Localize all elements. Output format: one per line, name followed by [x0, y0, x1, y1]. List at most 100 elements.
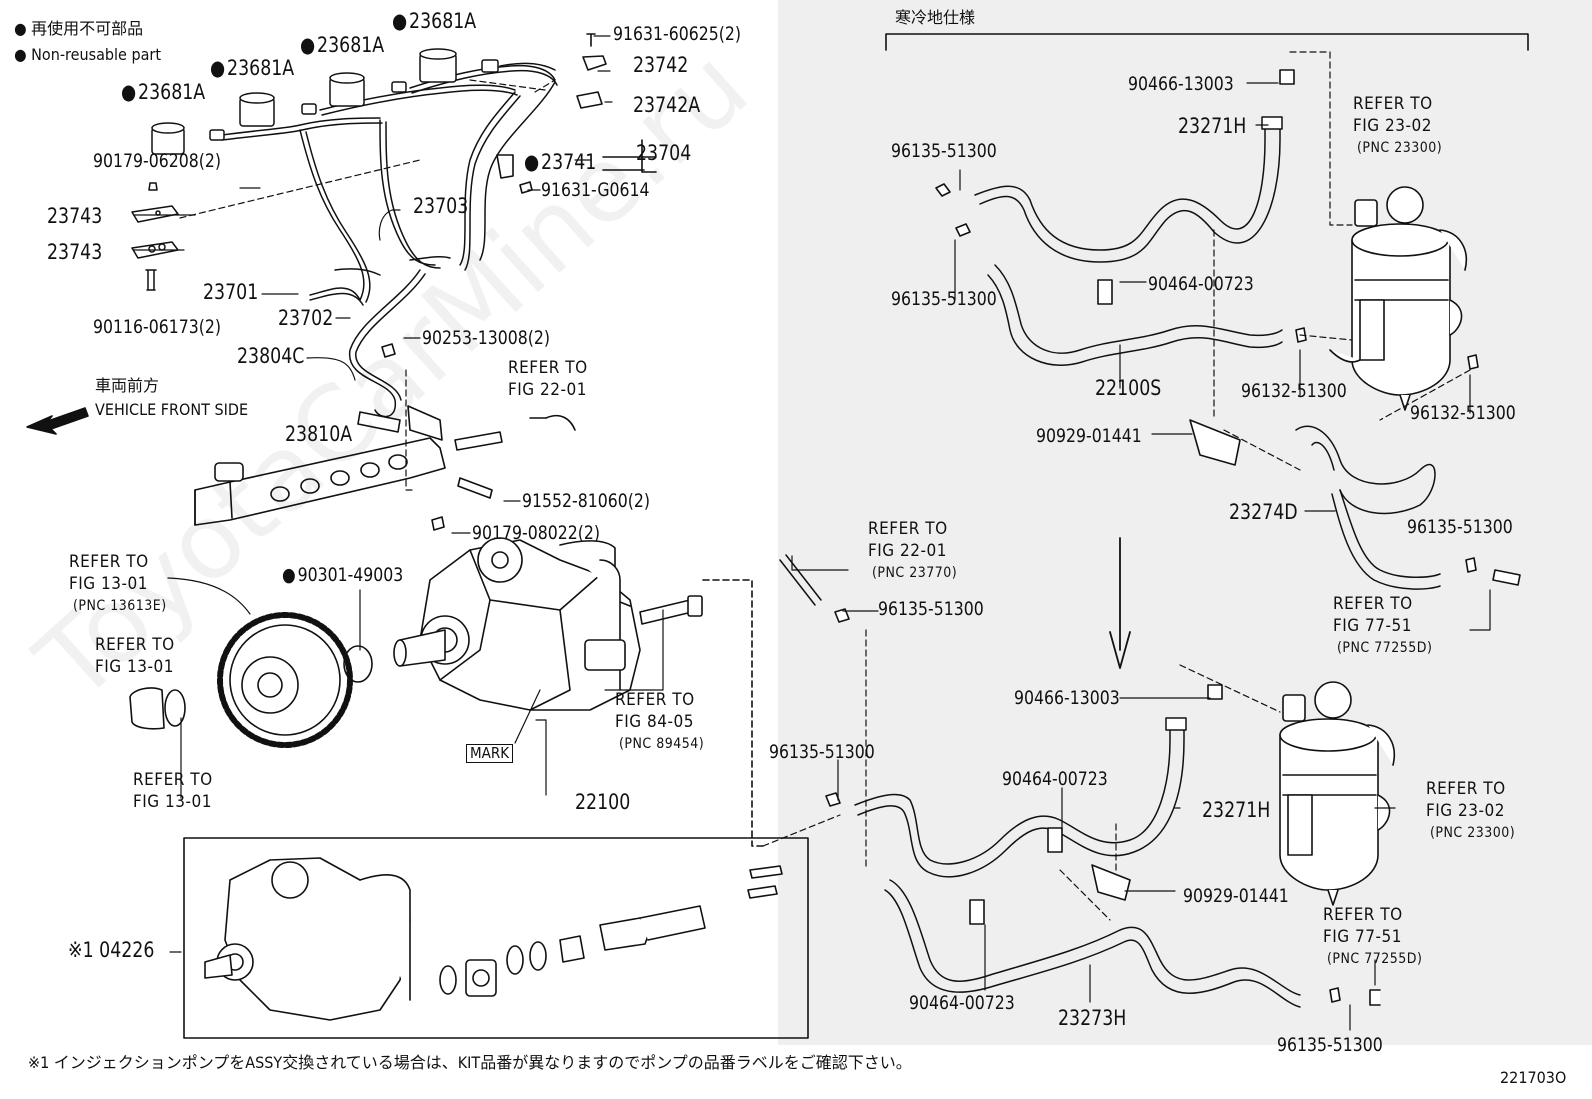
label-90464-00723-c: 90464-00723 — [909, 992, 1015, 1014]
label-96135-51300-c: 96135-51300 — [1407, 516, 1513, 538]
refer-5-pnc: (PNC 89454) — [619, 736, 705, 752]
refer-4-line1: REFER TO — [133, 770, 213, 790]
label-23273H: 23273H — [1058, 1006, 1127, 1030]
common-rail-23810A — [194, 405, 503, 526]
label-90116-06173: 90116-06173(2) — [93, 316, 221, 338]
label-23681A-2: 23681A — [210, 58, 294, 79]
label-96135-51300-d: 96135-51300 — [878, 598, 984, 620]
refer-6-pnc: (PNC 23770) — [872, 565, 958, 581]
refer-3-line1: REFER TO — [95, 635, 175, 655]
o-ring — [164, 689, 186, 727]
refer-7-line2: FIG 23-02 — [1353, 116, 1432, 136]
label-23703: 23703 — [413, 194, 469, 218]
footnote: ※1 インジェクションポンプをASSY交換されている場合は、KIT品番が異なりま… — [28, 1053, 912, 1072]
label-90466-13003-a: 90466-13003 — [1128, 73, 1234, 95]
hose-22100S — [974, 116, 1283, 366]
refer-2-line2: FIG 13-01 — [69, 574, 148, 594]
refer-1-line1: REFER TO — [508, 358, 588, 378]
label-91631-G0614: 91631-G0614 — [541, 179, 650, 201]
clamp-23743 — [131, 182, 179, 291]
refer-2-pnc: (PNC 13613E) — [73, 598, 167, 614]
label-96132-51300-b: 96132-51300 — [1410, 402, 1516, 424]
label-23681A-1: 23681A — [121, 82, 205, 103]
front-en: VEHICLE FRONT SIDE — [95, 400, 249, 419]
refer-7-pnc: (PNC 23300) — [1357, 140, 1443, 156]
refer-8-line1: REFER TO — [1333, 594, 1413, 614]
legend-jp: ● 再使用不可部品 — [14, 19, 144, 38]
label-90464-00723-a: 90464-00723 — [1148, 273, 1254, 295]
fuel-filter-upper — [1329, 186, 1467, 411]
label-23804C: 23804C — [237, 344, 305, 368]
refer-4-line2: FIG 13-01 — [133, 792, 212, 812]
label-90179-08022: 90179-08022(2) — [472, 522, 600, 544]
clips — [825, 69, 1521, 1006]
front-arrow — [26, 407, 89, 435]
refer-10-line1: REFER TO — [1323, 905, 1403, 925]
label-23681A-3: 23681A — [300, 35, 384, 56]
bracket-23704 — [602, 139, 657, 173]
supply-pump-22100 — [393, 537, 641, 711]
refer-3-line2: FIG 13-01 — [95, 657, 174, 677]
label-96132-51300-a: 96132-51300 — [1241, 380, 1347, 402]
label-23742: 23742 — [633, 53, 689, 77]
label-96135-51300-e: 96135-51300 — [769, 741, 875, 763]
refer-10-line2: FIG 77-51 — [1323, 927, 1402, 947]
refer-5-line1: REFER TO — [615, 690, 695, 710]
refer-9-line1: REFER TO — [1426, 779, 1506, 799]
injection-pipes — [221, 62, 558, 418]
refer-9-line2: FIG 23-02 — [1426, 801, 1505, 821]
refer-8-line2: FIG 77-51 — [1333, 616, 1412, 636]
label-22100S: 22100S — [1095, 376, 1162, 400]
refer-7-line1: REFER TO — [1353, 94, 1433, 114]
label-23274D: 23274D — [1229, 500, 1298, 524]
label-90464-00723-b: 90464-00723 — [1002, 768, 1108, 790]
label-23742A: 23742A — [633, 93, 701, 117]
refer-6-line1: REFER TO — [868, 519, 948, 539]
figure-id: 221703O — [1500, 1068, 1567, 1087]
pipe-22-01 — [529, 414, 576, 431]
label-90253-13008: 90253-13008(2) — [422, 327, 550, 349]
cold-area-bracket — [885, 33, 1529, 51]
drive-gear — [217, 612, 353, 748]
fuel-filter-lower — [1279, 681, 1395, 906]
label-90179-06208: 90179-06208(2) — [93, 150, 221, 172]
label-23704: 23704 — [636, 141, 692, 165]
clamp-23742 — [496, 33, 607, 194]
sensor — [639, 595, 703, 625]
refer-8-pnc: (PNC 77255D) — [1337, 640, 1433, 656]
label-91552-81060: 91552-81060(2) — [522, 490, 650, 512]
refer-10-pnc: (PNC 77255D) — [1327, 951, 1423, 967]
refer-9-pnc: (PNC 23300) — [1430, 825, 1516, 841]
mark-label: MARK — [466, 744, 514, 763]
down-arrow — [1109, 537, 1131, 669]
dash-link-1 — [702, 579, 764, 847]
hose-23271H-lower — [779, 554, 1301, 1008]
label-23741: 23741 — [524, 152, 596, 173]
refer-5-line2: FIG 84-05 — [615, 712, 694, 732]
cold-area-panel — [778, 0, 1592, 1045]
gear-nut — [129, 687, 165, 730]
bolts — [381, 343, 493, 531]
kit-parts — [439, 865, 783, 997]
hose-23274D — [1295, 425, 1441, 590]
kit-pump — [204, 857, 411, 1021]
refer-2-line1: REFER TO — [69, 552, 149, 572]
label-90301-49003: 90301-49003 — [282, 566, 404, 585]
label-04226: ※1 04226 — [68, 938, 155, 962]
label-90929-01441-b: 90929-01441 — [1183, 885, 1289, 907]
legend-en: ● Non-reusable part — [14, 45, 161, 64]
label-23271H-a: 23271H — [1178, 114, 1247, 138]
label-96135-51300-f: 96135-51300 — [1277, 1034, 1383, 1056]
label-90929-01441-a: 90929-01441 — [1036, 425, 1142, 447]
label-96135-51300-a: 96135-51300 — [891, 140, 997, 162]
label-23743-b: 23743 — [47, 240, 103, 264]
label-96135-51300-b: 96135-51300 — [891, 288, 997, 310]
label-23271H-b: 23271H — [1202, 798, 1271, 822]
label-23702: 23702 — [278, 306, 334, 330]
label-91631-60625: 91631-60625(2) — [613, 23, 741, 45]
dashed-leaders — [762, 51, 1471, 921]
refer-1-line2: FIG 22-01 — [508, 380, 587, 400]
label-22100: 22100 — [575, 790, 631, 814]
